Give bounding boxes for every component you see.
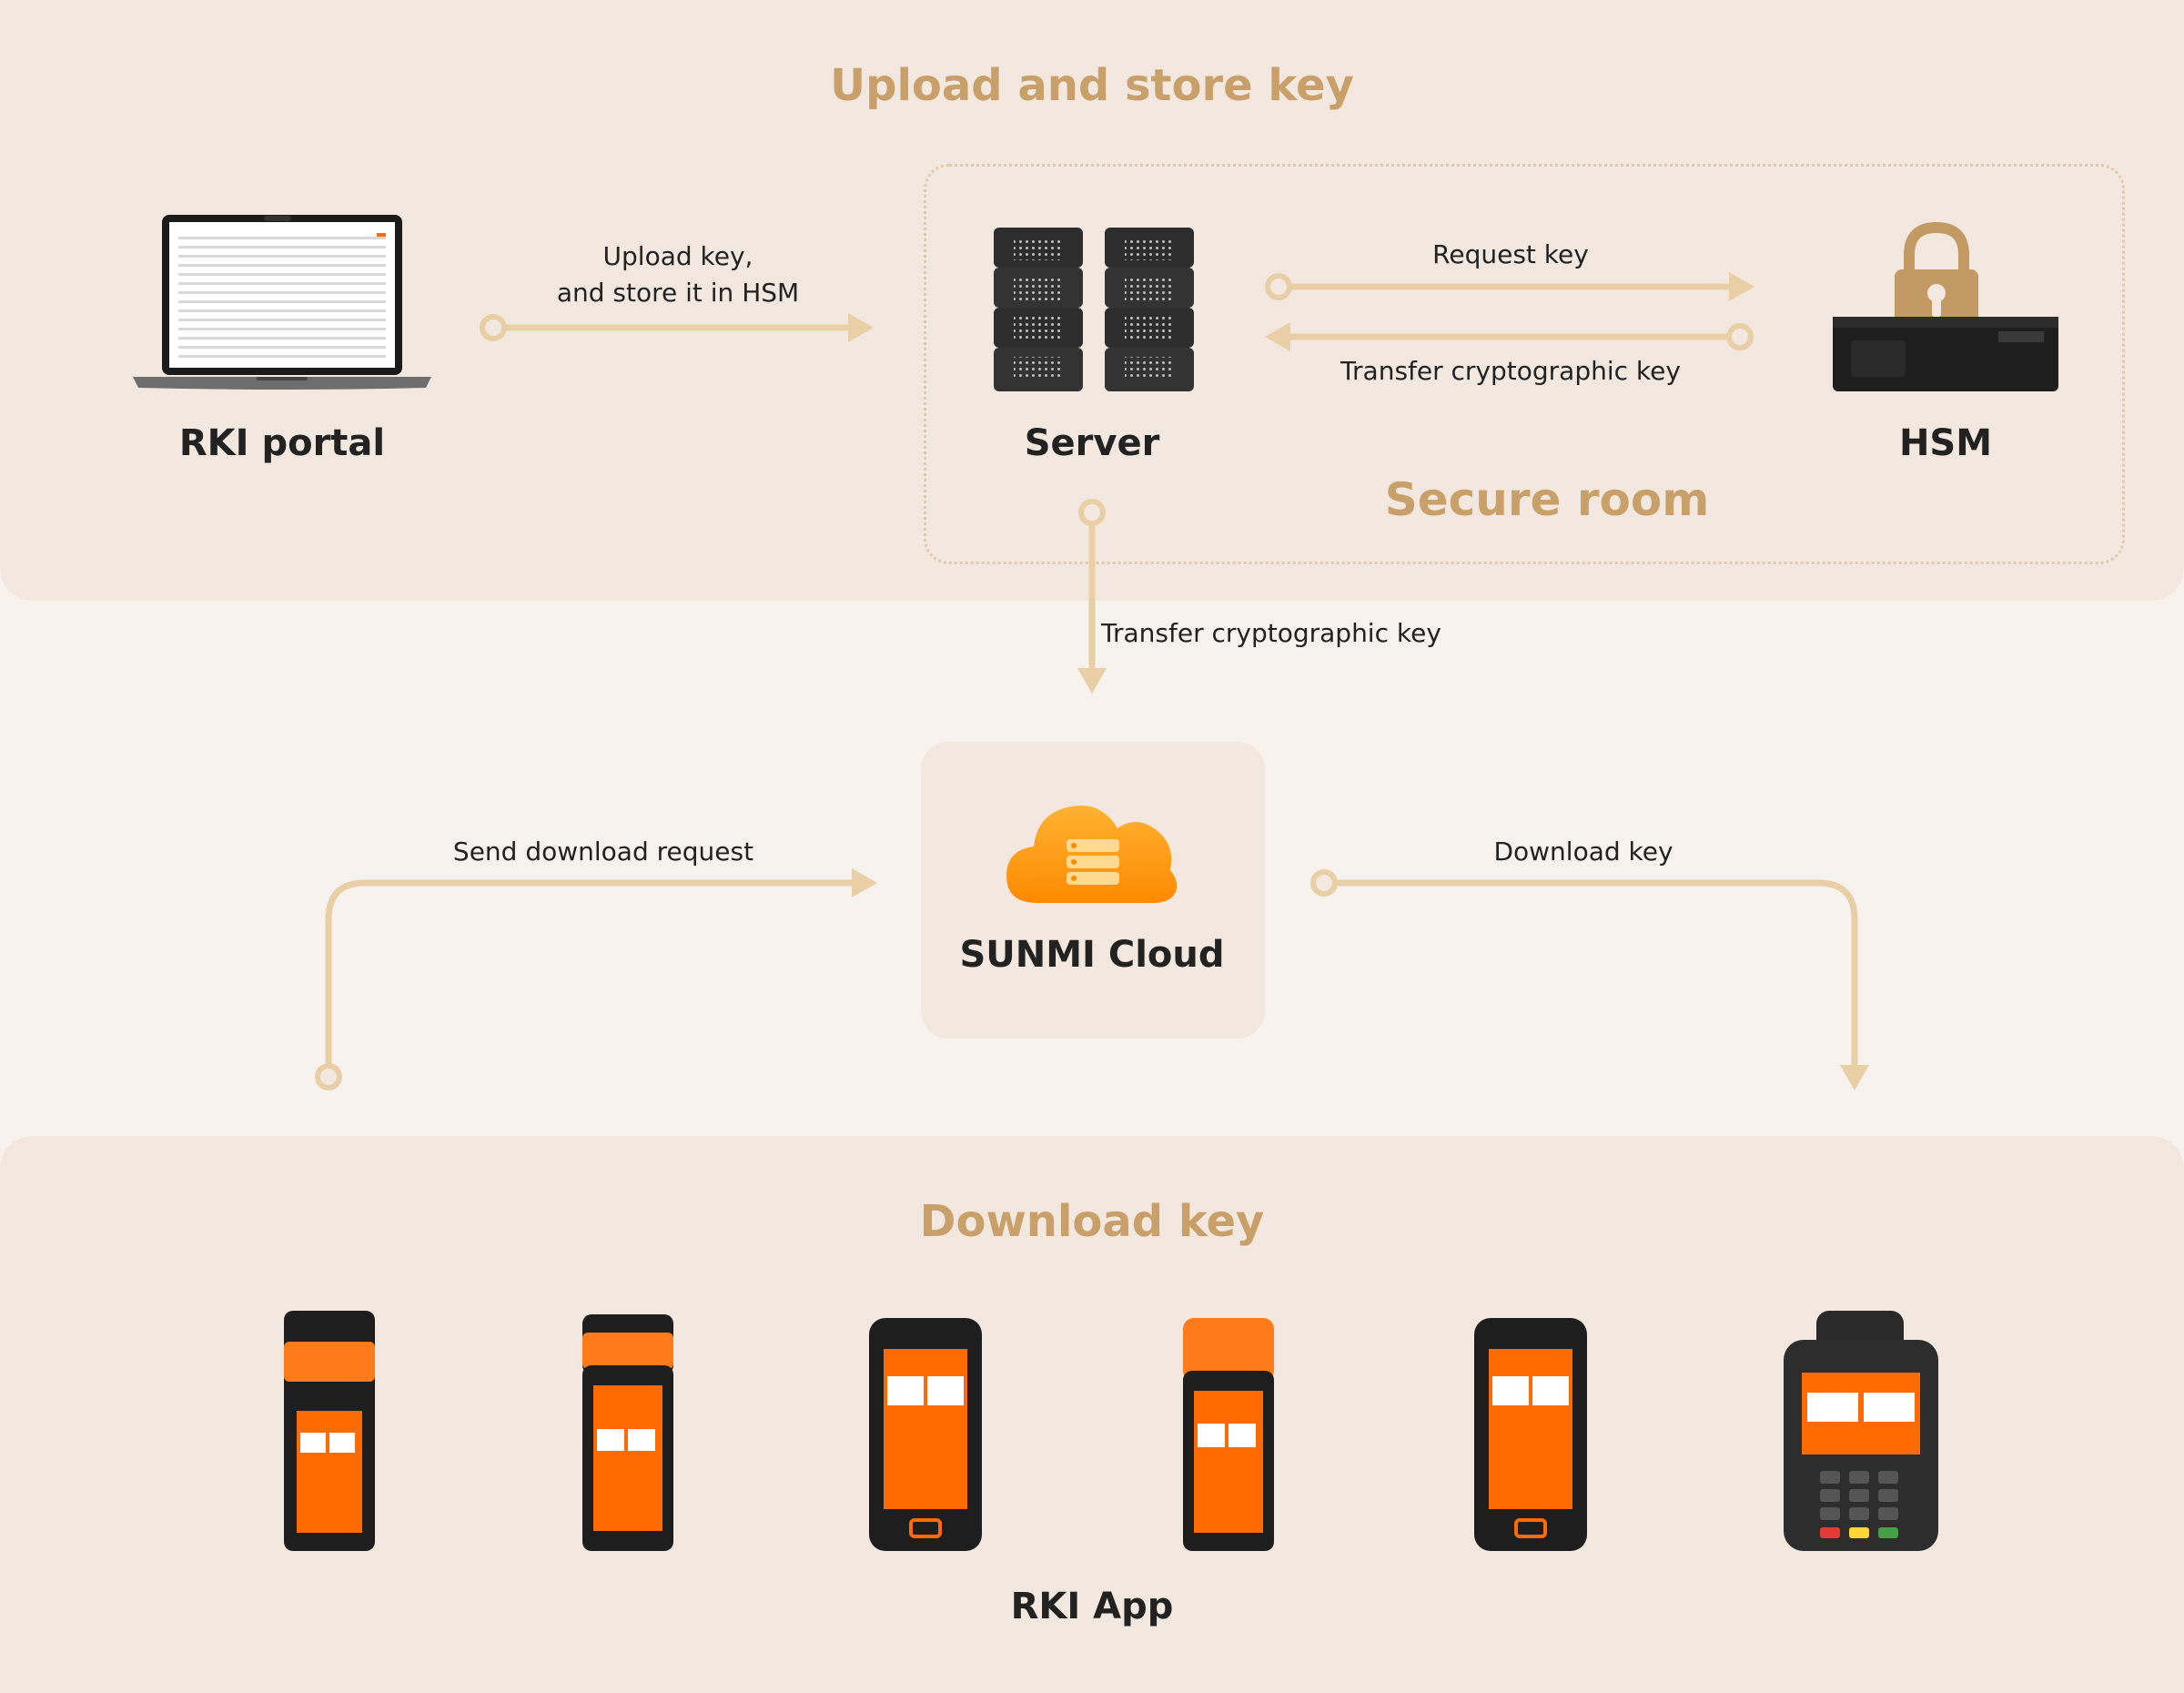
- laptop-icon: [133, 215, 431, 390]
- hsm-device-icon: [1833, 221, 2058, 391]
- transfer-hsm-edge-label: Transfer cryptographic key: [1340, 356, 1681, 386]
- pos-terminal-icon: [284, 1311, 375, 1551]
- pos-terminal-icon: [869, 1318, 982, 1551]
- download-arrow-start: [1310, 869, 1338, 897]
- pos-terminal-icon: [1183, 1318, 1274, 1551]
- transfer-hsm-arrow-head: [1265, 322, 1290, 351]
- send-request-edge-label: Send download request: [452, 836, 754, 867]
- download-arrow: [1320, 879, 1858, 1074]
- send-request-arrow-head: [852, 868, 877, 897]
- upload-arrow-start: [480, 314, 507, 341]
- sunmi-cloud-label: SUNMI Cloud: [959, 934, 1225, 976]
- upload-arrow-head: [848, 313, 874, 342]
- transfer-hsm-arrow-start: [1726, 323, 1754, 350]
- download-arrow-head: [1840, 1065, 1869, 1090]
- rki-portal-label: RKI portal: [178, 422, 386, 464]
- send-request-arrow-start: [315, 1063, 342, 1090]
- secure-room-label: Secure room: [1384, 473, 1710, 526]
- request-key-arrow-start: [1265, 273, 1292, 300]
- download-edge-label: Download key: [1493, 836, 1673, 867]
- pos-terminal-icon: [1474, 1318, 1587, 1551]
- send-request-arrow: [325, 879, 859, 1080]
- request-key-arrow-head: [1729, 272, 1754, 301]
- transfer-cloud-edge-label: Transfer cryptographic key: [1101, 618, 1441, 648]
- server-rack-icon: [994, 228, 1194, 391]
- upload-section-title: Upload and store key: [830, 60, 1354, 111]
- transfer-cloud-arrow-head: [1077, 668, 1107, 694]
- pos-terminal-icon: [582, 1314, 673, 1551]
- secure-room-boundary: [924, 164, 2125, 564]
- server-label: Server: [1024, 422, 1160, 464]
- cloud-server-icon: [1006, 806, 1178, 903]
- pos-terminal-icon: [1784, 1311, 1938, 1551]
- request-key-edge-label: Request key: [1432, 239, 1589, 269]
- rki-app-label: RKI App: [1010, 1586, 1174, 1627]
- padlock-icon: [1895, 221, 1978, 331]
- download-section-title: Download key: [919, 1196, 1265, 1247]
- upload-edge-label: Upload key, and store it in HSM: [556, 241, 800, 308]
- transfer-cloud-arrow-start: [1078, 499, 1106, 526]
- hsm-label: HSM: [1898, 422, 1993, 464]
